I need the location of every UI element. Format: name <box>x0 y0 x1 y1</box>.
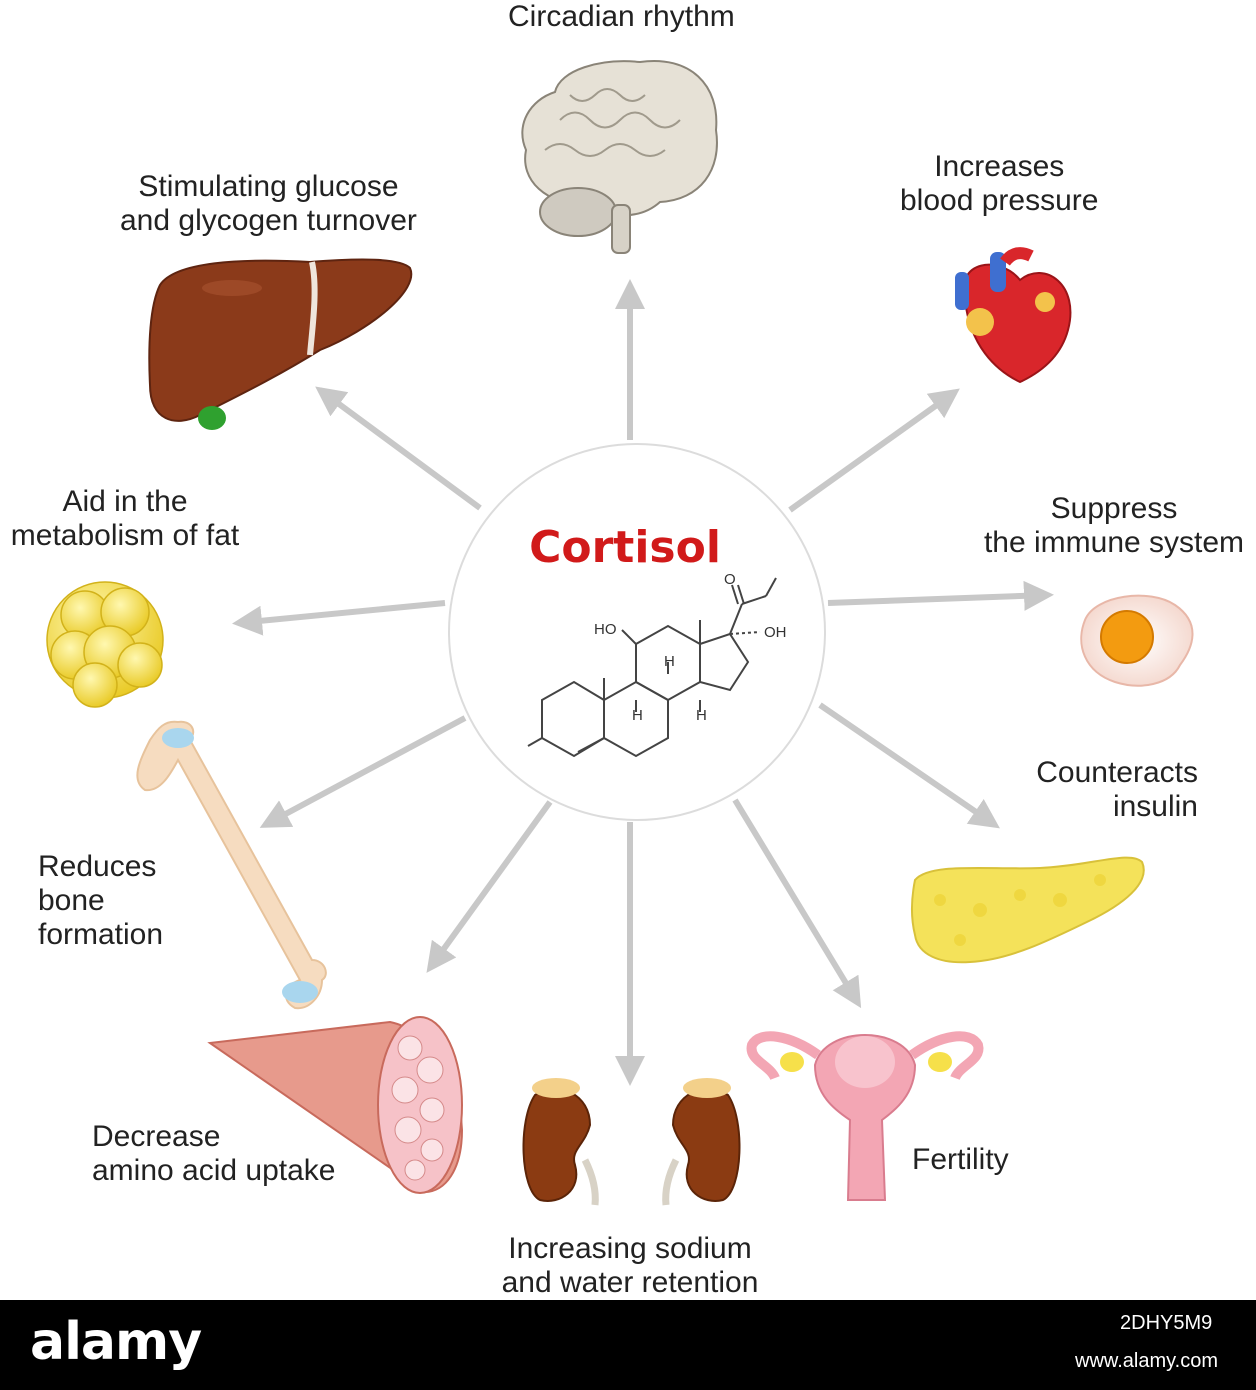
mol-ho: HO <box>594 621 617 638</box>
watermark-footer: alamy 2DHY5M9 www.alamy.com <box>0 1300 1256 1390</box>
image-id: 2DHY5M9 <box>1120 1312 1213 1334</box>
cortisol-structure <box>527 577 777 758</box>
label-line: Suppress <box>1050 492 1178 525</box>
label-line: Increases <box>934 150 1065 183</box>
liver-illustration <box>148 258 413 430</box>
arrow-blood-pressure <box>788 388 960 513</box>
label-line: and water retention <box>501 1266 759 1299</box>
cortisol-title: Cortisol <box>529 522 721 573</box>
label-line: and glycogen turnover <box>120 204 417 237</box>
arrow-fat <box>232 600 446 636</box>
label-fat-metabolism: Aid in the metabolism of fat <box>0 485 250 553</box>
label-line: Counteracts <box>1036 756 1198 789</box>
label-line: formation <box>38 918 164 951</box>
image-url: www.alamy.com <box>1075 1350 1218 1372</box>
label-line: amino acid uptake <box>92 1154 336 1187</box>
label-insulin: Counteracts insulin <box>1020 756 1198 824</box>
mol-h1: H <box>632 707 643 724</box>
arrow-bone <box>259 715 467 828</box>
label-bone-formation: Reduces bone formation <box>38 850 163 952</box>
label-line: Aid in the <box>62 485 188 518</box>
label-fertility: Fertility <box>912 1143 1009 1177</box>
pancreas-illustration <box>911 856 1145 964</box>
arrow-immune <box>827 580 1054 611</box>
label-sodium-retention: Increasing sodium and water retention <box>490 1232 770 1300</box>
label-amino-acid: Decrease amino acid uptake <box>92 1120 336 1188</box>
bone-illustration <box>136 720 327 1010</box>
arrows <box>232 279 1054 1086</box>
mol-oh: OH <box>764 624 787 641</box>
label-blood-pressure: Increases blood pressure <box>900 150 1098 218</box>
label-immune-system: Suppress the immune system <box>975 492 1253 560</box>
kidneys-illustration <box>522 1078 741 1206</box>
arrow-amino <box>426 800 553 973</box>
arrow-insulin <box>818 702 1000 829</box>
fat-cells-illustration <box>46 581 164 708</box>
mol-h2: H <box>664 653 675 670</box>
label-line: Stimulating glucose <box>138 170 399 203</box>
mol-o: O <box>724 571 736 588</box>
label-line: insulin <box>1112 790 1198 823</box>
label-line: the immune system <box>983 526 1245 559</box>
arrow-glucose <box>315 386 482 511</box>
label-line: blood pressure <box>900 184 1099 217</box>
label-circadian-rhythm: Circadian rhythm <box>508 0 735 34</box>
immune-cell-illustration <box>1080 594 1194 687</box>
muscle-illustration <box>207 1016 464 1194</box>
uterus-illustration <box>746 1031 984 1201</box>
mol-h3: H <box>696 707 707 724</box>
heart-illustration <box>955 247 1072 384</box>
label-line: Decrease <box>92 1120 221 1153</box>
label-line: bone <box>38 884 105 917</box>
molecule-labels: HO OH O H H H <box>594 571 787 724</box>
label-line: Increasing sodium <box>508 1232 752 1265</box>
brain-illustration <box>521 60 718 254</box>
arrow-fertility <box>732 798 862 1009</box>
label-line: metabolism of fat <box>10 519 240 552</box>
label-line: Reduces <box>38 850 157 883</box>
label-line: Circadian rhythm <box>508 0 735 33</box>
cortisol-diagram: HO OH O H H H <box>46 60 1194 1206</box>
label-line: Fertility <box>912 1143 1009 1176</box>
alamy-logo: alamy <box>30 1312 202 1372</box>
label-glucose: Stimulating glucose and glycogen turnove… <box>120 170 417 238</box>
